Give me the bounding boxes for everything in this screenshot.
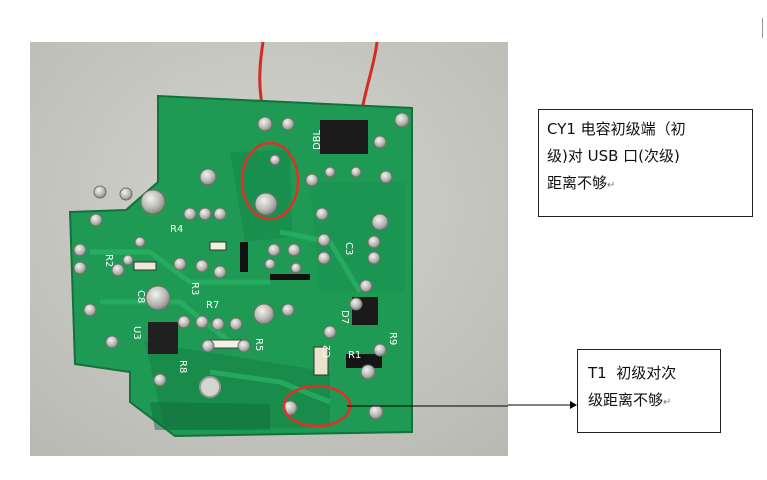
silk-c8: C8 (135, 290, 146, 303)
leader-arrow (508, 401, 577, 409)
callout-t1-line-1: T1 初级对次 (588, 364, 677, 382)
silk-d7: D7 (339, 310, 350, 324)
callout-cy1-line-1: CY1 电容初级端（初 (547, 120, 686, 138)
silk-r2: R2 (103, 254, 114, 267)
silk-r7: R7 (206, 300, 219, 311)
silk-r4: R4 (170, 224, 183, 235)
callout-t1: T1 初级对次 级距离不够↵ (577, 349, 721, 433)
silk-u3: U3 (131, 326, 142, 340)
return-mark-icon: ↵ (607, 180, 616, 191)
callout-t1-line-2: 级距离不够 (588, 391, 664, 409)
silk-r5: R5 (253, 338, 264, 351)
silk-r8: R8 (177, 360, 188, 373)
pcb-photo: DBL R2 R4 C8 R3 U3 R8 R5 D7 R9 C2 C3 R1 … (30, 42, 508, 456)
callout-cy1: CY1 电容初级端（初 级)对 USB 口(次级) 距离不够↵ (538, 109, 753, 217)
silk-r9: R9 (387, 332, 398, 345)
red-wire (258, 42, 265, 105)
red-wire (360, 42, 379, 111)
callout-cy1-line-3: 距离不够 (547, 174, 608, 192)
return-mark-icon: ↵ (663, 397, 672, 408)
edge-tick (762, 18, 763, 38)
highlight-cy1-ellipse (240, 141, 300, 221)
bridge-rectifier (320, 120, 368, 154)
silk-c3: C3 (343, 242, 354, 255)
silk-dbl: DBL (312, 129, 323, 150)
silk-c2: C2 (322, 345, 333, 358)
ic-u3 (148, 322, 178, 354)
silk-r3: R3 (189, 282, 200, 295)
callout-cy1-line-2: 级)对 USB 口(次级) (547, 147, 680, 165)
silk-r1: R1 (348, 350, 361, 361)
